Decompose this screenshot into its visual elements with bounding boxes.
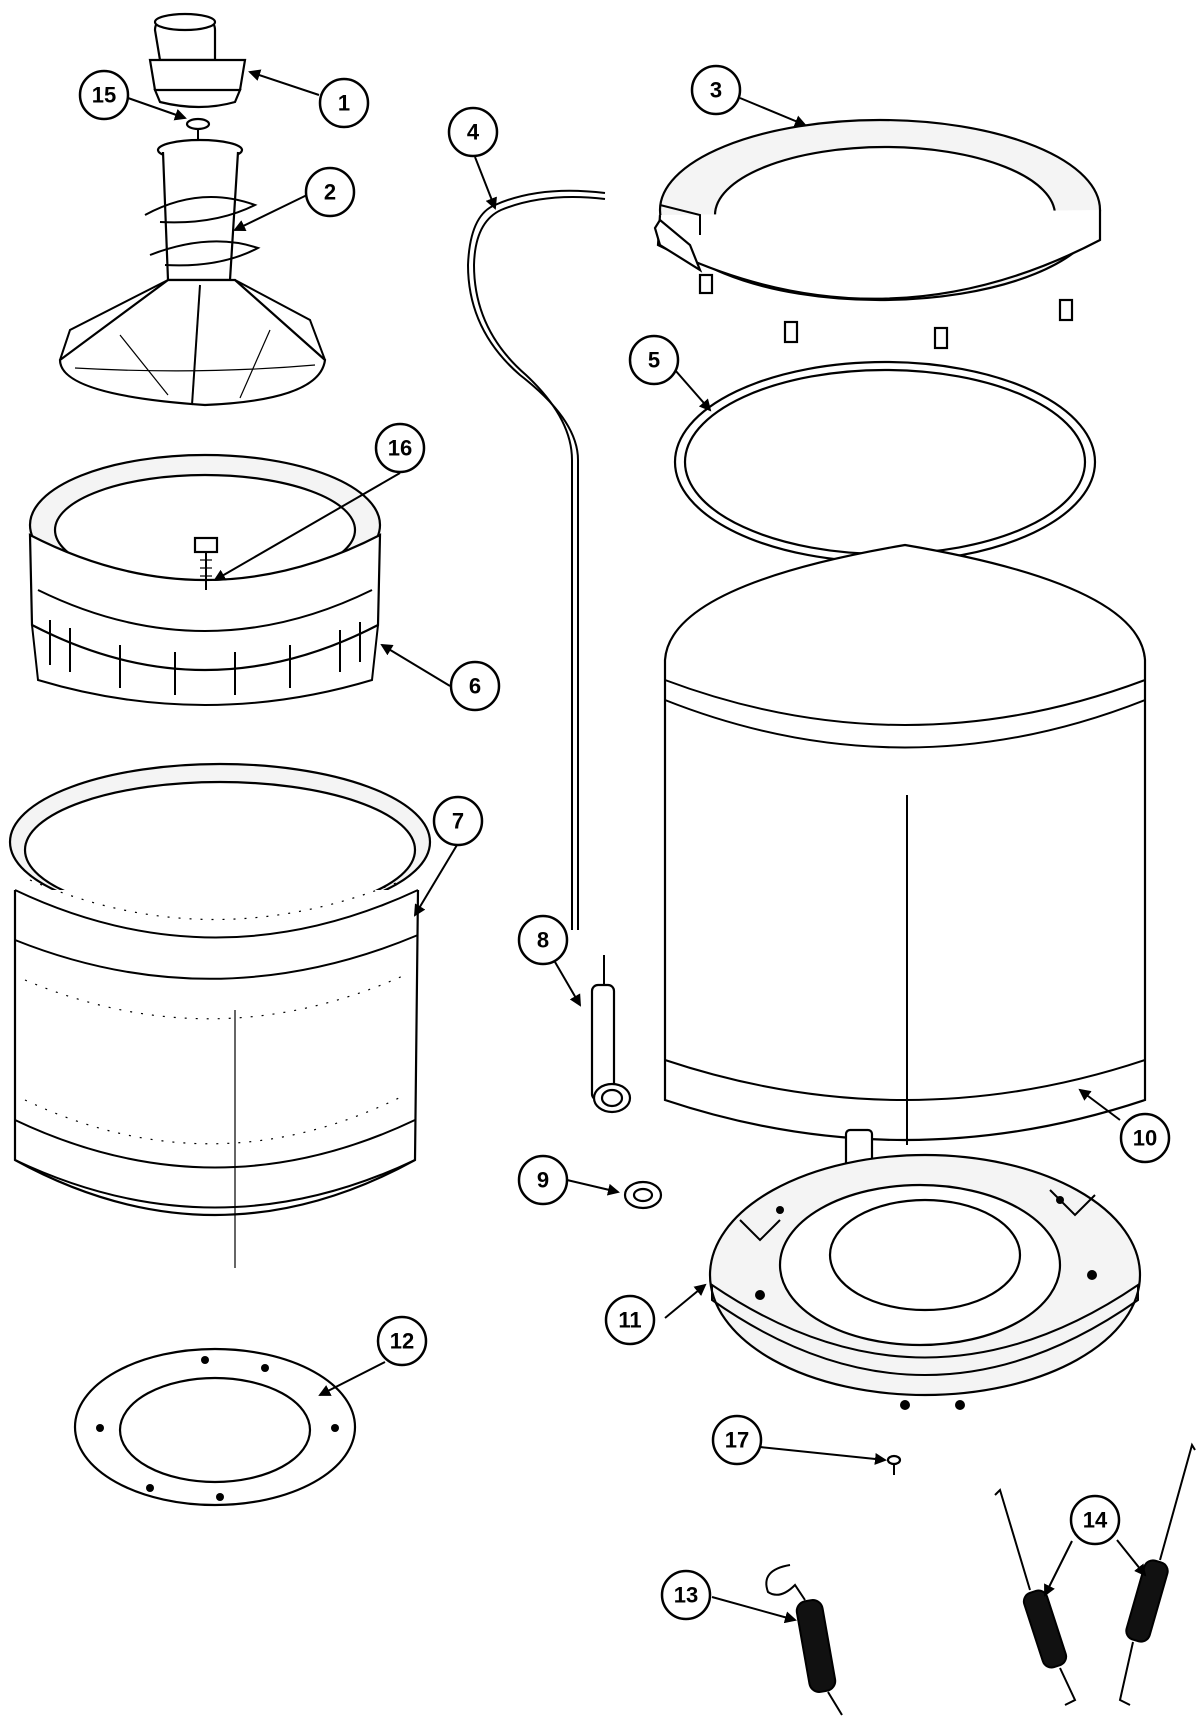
- callout-label: 5: [648, 348, 660, 373]
- callout-5: 5: [628, 334, 680, 386]
- callout-11: 11: [604, 1294, 656, 1346]
- part-tub-ring: [28, 453, 382, 706]
- callout-label: 3: [710, 78, 722, 103]
- callout-label: 10: [1133, 1126, 1157, 1151]
- part-washer-plate: [73, 1347, 357, 1507]
- callout-label: 7: [452, 809, 464, 834]
- callout-label: 17: [725, 1428, 749, 1453]
- part-agitator: [58, 138, 327, 407]
- part-springs-14: [994, 1442, 1196, 1706]
- callout-16: 16: [374, 422, 426, 474]
- callout-label: 13: [674, 1583, 698, 1608]
- callout-4: 4: [447, 106, 499, 158]
- part-outer-tub: [663, 543, 1147, 1182]
- callout-label: 14: [1083, 1508, 1108, 1533]
- callout-label: 8: [537, 928, 549, 953]
- callout-label: 4: [467, 120, 480, 145]
- part-agitator-cap: [148, 12, 247, 109]
- part-grommet: [623, 1180, 663, 1210]
- callout-1: 1: [318, 77, 370, 129]
- part-tub-cover: [653, 118, 1102, 350]
- callout-10: 10: [1119, 1112, 1171, 1164]
- callout-label: 9: [537, 1168, 549, 1193]
- callout-label: 1: [338, 91, 350, 116]
- part-spin-basket: [8, 762, 432, 1268]
- callout-3: 3: [690, 64, 742, 116]
- part-screw-15: [185, 117, 211, 140]
- part-bolt-16: [193, 536, 219, 590]
- callout-label: 11: [618, 1308, 641, 1333]
- callout-label: 15: [92, 83, 116, 108]
- callout-6: 6: [449, 660, 501, 712]
- part-screw-17: [886, 1454, 902, 1475]
- callout-label: 16: [388, 436, 412, 461]
- callout-12: 12: [376, 1315, 428, 1367]
- part-sensor: [590, 955, 632, 1114]
- callout-label: 6: [469, 674, 481, 699]
- callout-15: 15: [78, 69, 130, 121]
- part-tube: [466, 189, 606, 930]
- leader-lines: [127, 69, 1147, 1624]
- part-seal-ring: [673, 360, 1097, 564]
- callout-2: 2: [304, 166, 356, 218]
- callout-13: 13: [660, 1569, 712, 1621]
- part-tub-base: [708, 1153, 1142, 1410]
- callout-label: 12: [390, 1329, 414, 1354]
- callout-14: 14: [1069, 1494, 1121, 1546]
- callout-9: 9: [517, 1154, 569, 1206]
- part-spring-13: [765, 1564, 843, 1716]
- callout-7: 7: [432, 795, 484, 847]
- callout-8: 8: [517, 914, 569, 966]
- callout-label: 2: [324, 180, 336, 205]
- callout-17: 17: [711, 1414, 763, 1466]
